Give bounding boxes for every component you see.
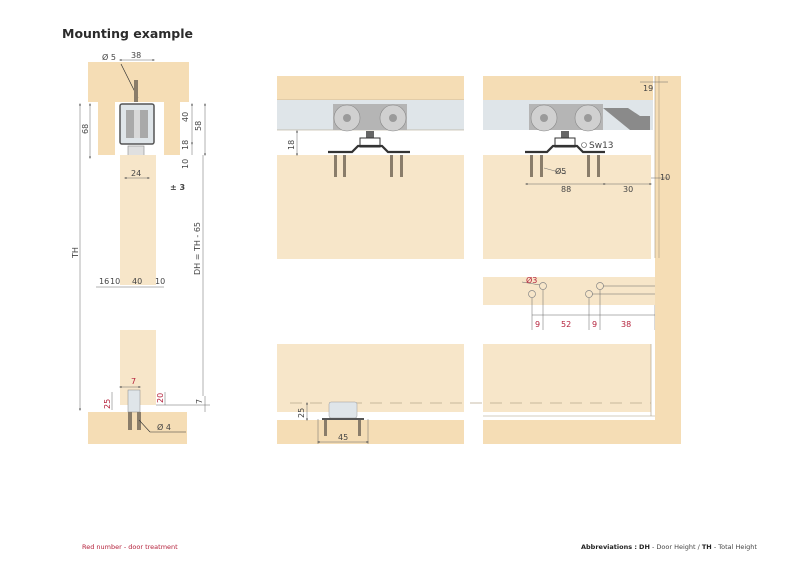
dim-hole-dia: Ø3 [526,275,537,285]
door-panel [483,155,651,259]
door-panel [277,155,464,259]
dim-w10a: 10 [110,277,120,286]
dim-screw-dia-right: Ø5 [555,166,566,176]
dim-guide-h25: 25 [103,399,112,409]
dim-h18: 18 [181,140,190,150]
dim-pin-dia: Ø 4 [157,422,171,432]
dim-w16: 16 [99,277,109,286]
dim-th: TH [71,247,80,259]
dim-guide-w7: 7 [131,377,136,386]
abbr-th: TH [701,543,712,551]
dim-floor-w45: 45 [338,433,348,442]
dim-h10: 10 [181,159,190,169]
wrench-symbol-icon [581,142,587,148]
dim-d38: 38 [621,320,631,329]
screw-icon [134,80,138,102]
side-panel-right [164,102,180,155]
drill-hole-icon [528,290,536,298]
dim-top-width: 38 [131,51,141,60]
dim-tolerance: ± 3 [170,183,185,192]
footer-note: Red number - door treatment [82,543,178,551]
dim-gap10: 10 [660,173,670,182]
dim-d52: 52 [561,320,571,329]
front-view-left: 18 [277,76,464,259]
stopper-icon [603,108,650,130]
dim-d9b: 9 [592,320,597,329]
dim-gap18: 18 [287,140,296,150]
abbreviations-label: Abbreviations : [581,543,637,551]
dim-h58: 58 [194,121,203,131]
dim-offset19: 19 [643,84,653,93]
drill-hole-icon [539,282,547,290]
abbr-dh: DH [639,543,650,551]
wall-block [655,76,681,258]
dim-floor-h25: 25 [297,408,306,418]
floor-guide-icon [127,389,141,413]
floor-guide-icon [328,401,358,419]
dim-guide-h20: 20 [156,393,165,403]
door-top-edge [483,277,655,305]
dim-w10b: 10 [155,277,165,286]
page-title: Mounting example [62,26,193,41]
dim-dh: DH = TH - 65 [193,222,202,275]
dim-h68: 68 [81,124,90,134]
mounting-plate [328,144,410,154]
front-view-right: 19 Sw13 Ø5 88 30 10 [483,76,681,259]
dim-wrench: Sw13 [589,141,614,151]
dim-w40: 40 [132,277,142,286]
abbreviations: Abbreviations : DH - Door Height / TH - … [581,543,757,551]
section-view: Ø 5 38 68 40 58 18 10 24 ± 3 TH DH = TH … [71,51,210,444]
dim-h40: 40 [181,112,190,122]
dim-d9a: 9 [535,320,540,329]
side-panel-left [98,102,115,155]
dim-w24: 24 [131,169,141,178]
dim-gap7: 7 [195,399,204,404]
abbr-dh-text: - Door Height / [649,543,702,551]
dim-screw-dia: Ø 5 [102,52,116,62]
drill-plan: Ø3 9 52 9 38 7 [483,275,678,330]
floor-guide-view: 25 45 [277,258,681,444]
ceiling-block [88,62,189,102]
abbr-th-text: - Total Height [711,543,757,551]
dim-w30: 30 [623,185,633,194]
door-panel-top [120,155,156,285]
dim-w88: 88 [561,185,571,194]
